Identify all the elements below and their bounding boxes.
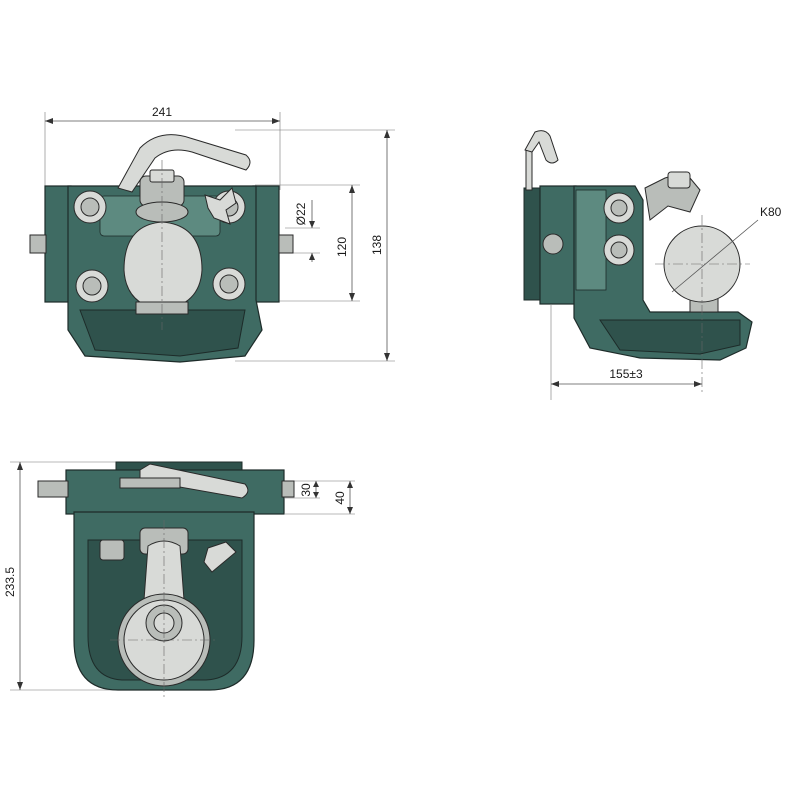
dim-large-label: 40	[333, 491, 347, 505]
dim-pin-diameter-label: Ø22	[294, 202, 308, 225]
right-pin	[278, 234, 294, 254]
dim-offset-label: 155±3	[609, 367, 643, 381]
top-wing-nut	[203, 541, 237, 573]
left-pin	[29, 234, 47, 254]
side-body	[573, 185, 753, 361]
dim-small-label: 30	[299, 483, 313, 497]
left-side-plate	[44, 185, 72, 303]
dim-width-label: 241	[152, 105, 172, 119]
front-ball	[123, 221, 203, 311]
top-handle	[139, 463, 249, 499]
top-pin-left	[37, 480, 69, 498]
right-side-plate	[252, 185, 280, 303]
side-view: K80 155±3	[523, 130, 782, 400]
dim-length-label: 233.5	[3, 567, 17, 597]
dim-ball-label: K80	[760, 205, 782, 219]
top-view: 233.5 30 40	[3, 461, 355, 700]
side-flange	[523, 187, 543, 301]
dim-height-outer-label: 138	[370, 235, 384, 255]
front-handle	[117, 134, 251, 193]
wing-nut	[204, 187, 237, 225]
dim-height-inner-label: 120	[335, 237, 349, 257]
side-handle	[524, 130, 559, 164]
front-jaw	[79, 309, 246, 357]
front-view: 241 Ø22 120 138	[29, 105, 395, 363]
top-pin-right	[281, 480, 295, 498]
